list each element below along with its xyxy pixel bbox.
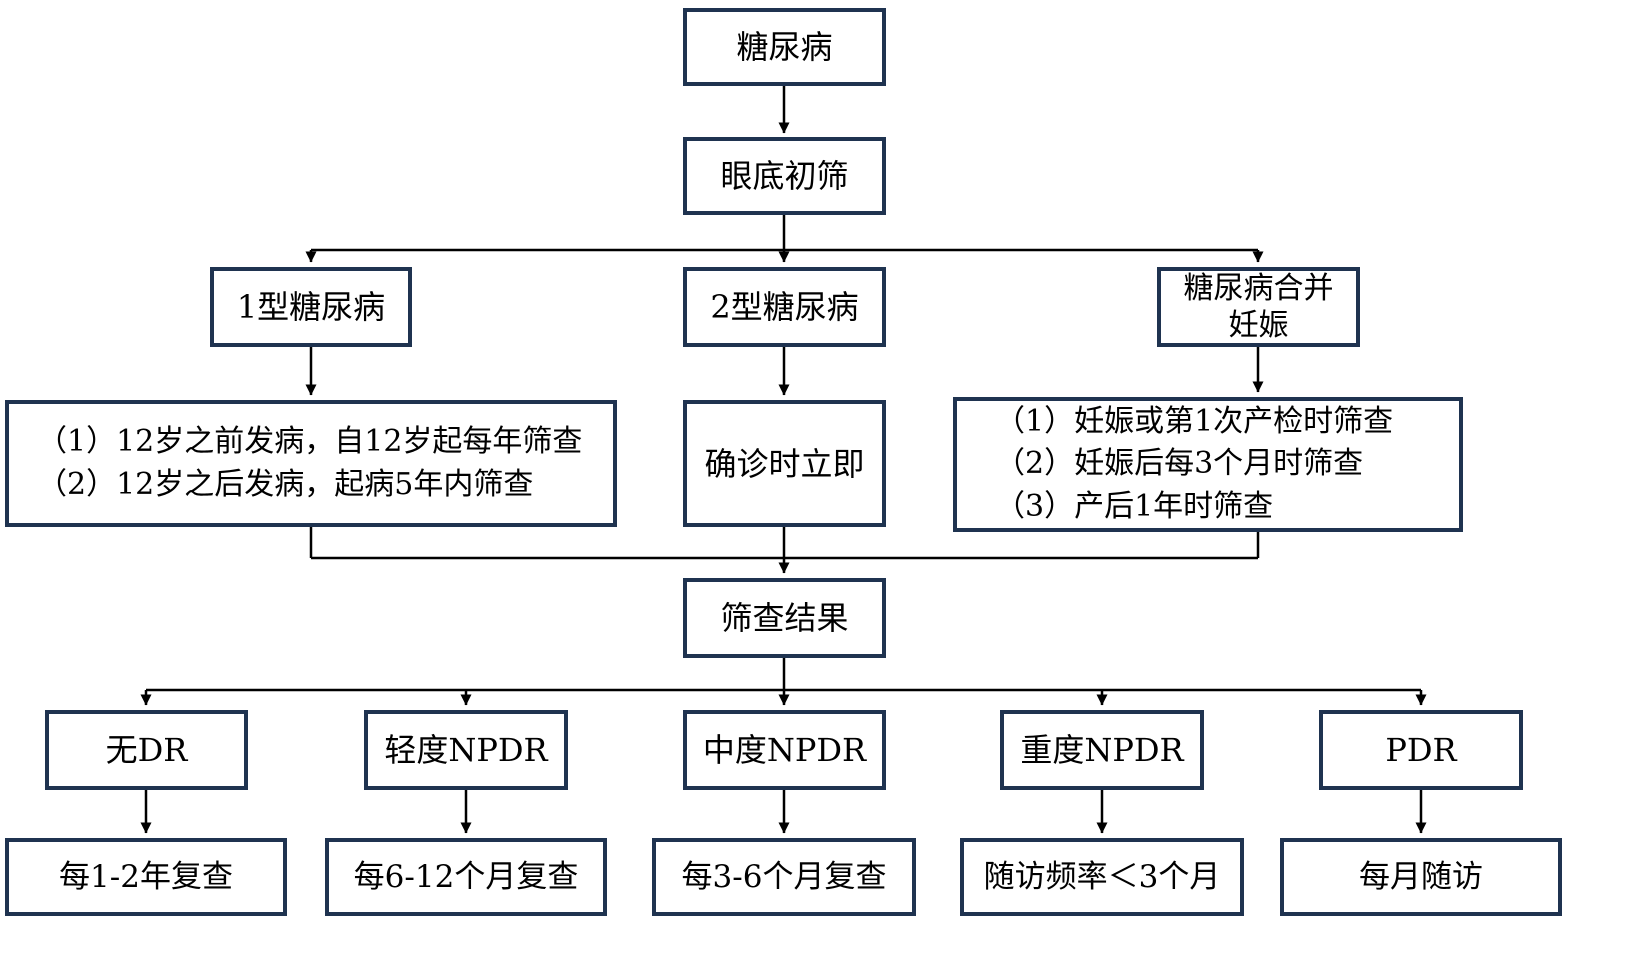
node-severe-npdr: 重度NPDR — [1000, 710, 1204, 790]
type1-schedule-line1: （1）12岁之前发病，自12岁起每年筛查 — [37, 423, 583, 459]
node-diabetes-with-pregnancy: 糖尿病合并 妊娠 — [1157, 267, 1360, 347]
node-no-dr-label: 无DR — [105, 731, 188, 769]
node-screening-result-label: 筛查结果 — [720, 599, 849, 637]
node-screening-result: 筛查结果 — [683, 578, 886, 658]
pregnancy-schedule-line3: （3）产后1年时筛查 — [995, 488, 1274, 524]
node-fundus-screening-label: 眼底初筛 — [720, 157, 849, 195]
node-severe-npdr-followup: 随访频率＜3个月 — [960, 838, 1244, 916]
node-diabetes-with-pregnancy-line2: 妊娠 — [1228, 308, 1289, 343]
node-fundus-screening: 眼底初筛 — [683, 137, 886, 215]
node-diabetes-label: 糖尿病 — [736, 28, 833, 66]
node-mild-npdr-followup: 每6-12个月复查 — [325, 838, 607, 916]
node-moderate-npdr-label: 中度NPDR — [702, 731, 867, 769]
node-pregnancy-screening-schedule: （1）妊娠或第1次产检时筛查 （2）妊娠后每3个月时筛查 （3）产后1年时筛查 — [953, 397, 1463, 532]
node-pdr-label: PDR — [1385, 731, 1457, 769]
pregnancy-schedule-line1: （1）妊娠或第1次产检时筛查 — [995, 403, 1394, 439]
node-type2-diabetes: 2型糖尿病 — [683, 267, 886, 347]
node-diabetes: 糖尿病 — [683, 8, 886, 86]
node-type1-diabetes: 1型糖尿病 — [210, 267, 412, 347]
node-severe-npdr-followup-label: 随访频率＜3个月 — [983, 858, 1221, 895]
type2-schedule-label: 确诊时立即 — [704, 444, 865, 483]
node-no-dr-followup: 每1-2年复查 — [5, 838, 287, 916]
node-severe-npdr-label: 重度NPDR — [1020, 731, 1184, 769]
node-diabetes-with-pregnancy-line1: 糖尿病合并 — [1183, 270, 1334, 306]
node-moderate-npdr: 中度NPDR — [683, 710, 886, 790]
node-moderate-npdr-followup-label: 每3-6个月复查 — [681, 858, 887, 895]
node-type1-diabetes-label: 1型糖尿病 — [236, 288, 386, 326]
node-moderate-npdr-followup: 每3-6个月复查 — [652, 838, 916, 916]
node-no-dr-followup-label: 每1-2年复查 — [59, 858, 233, 895]
node-mild-npdr-label: 轻度NPDR — [384, 731, 548, 769]
node-pdr: PDR — [1319, 710, 1523, 790]
pregnancy-schedule-line2: （2）妊娠后每3个月时筛查 — [995, 446, 1364, 482]
node-type2-screening-schedule: 确诊时立即 — [683, 400, 886, 527]
node-pdr-followup-label: 每月随访 — [1359, 858, 1483, 895]
node-pdr-followup: 每月随访 — [1280, 838, 1562, 916]
node-mild-npdr: 轻度NPDR — [364, 710, 568, 790]
node-type1-screening-schedule: （1）12岁之前发病，自12岁起每年筛查 （2）12岁之后发病，起病5年内筛查 — [5, 400, 617, 527]
type1-schedule-line2: （2）12岁之后发病，起病5年内筛查 — [37, 466, 534, 502]
node-type2-diabetes-label: 2型糖尿病 — [710, 288, 859, 326]
node-no-dr: 无DR — [45, 710, 248, 790]
node-mild-npdr-followup-label: 每6-12个月复查 — [353, 858, 579, 895]
